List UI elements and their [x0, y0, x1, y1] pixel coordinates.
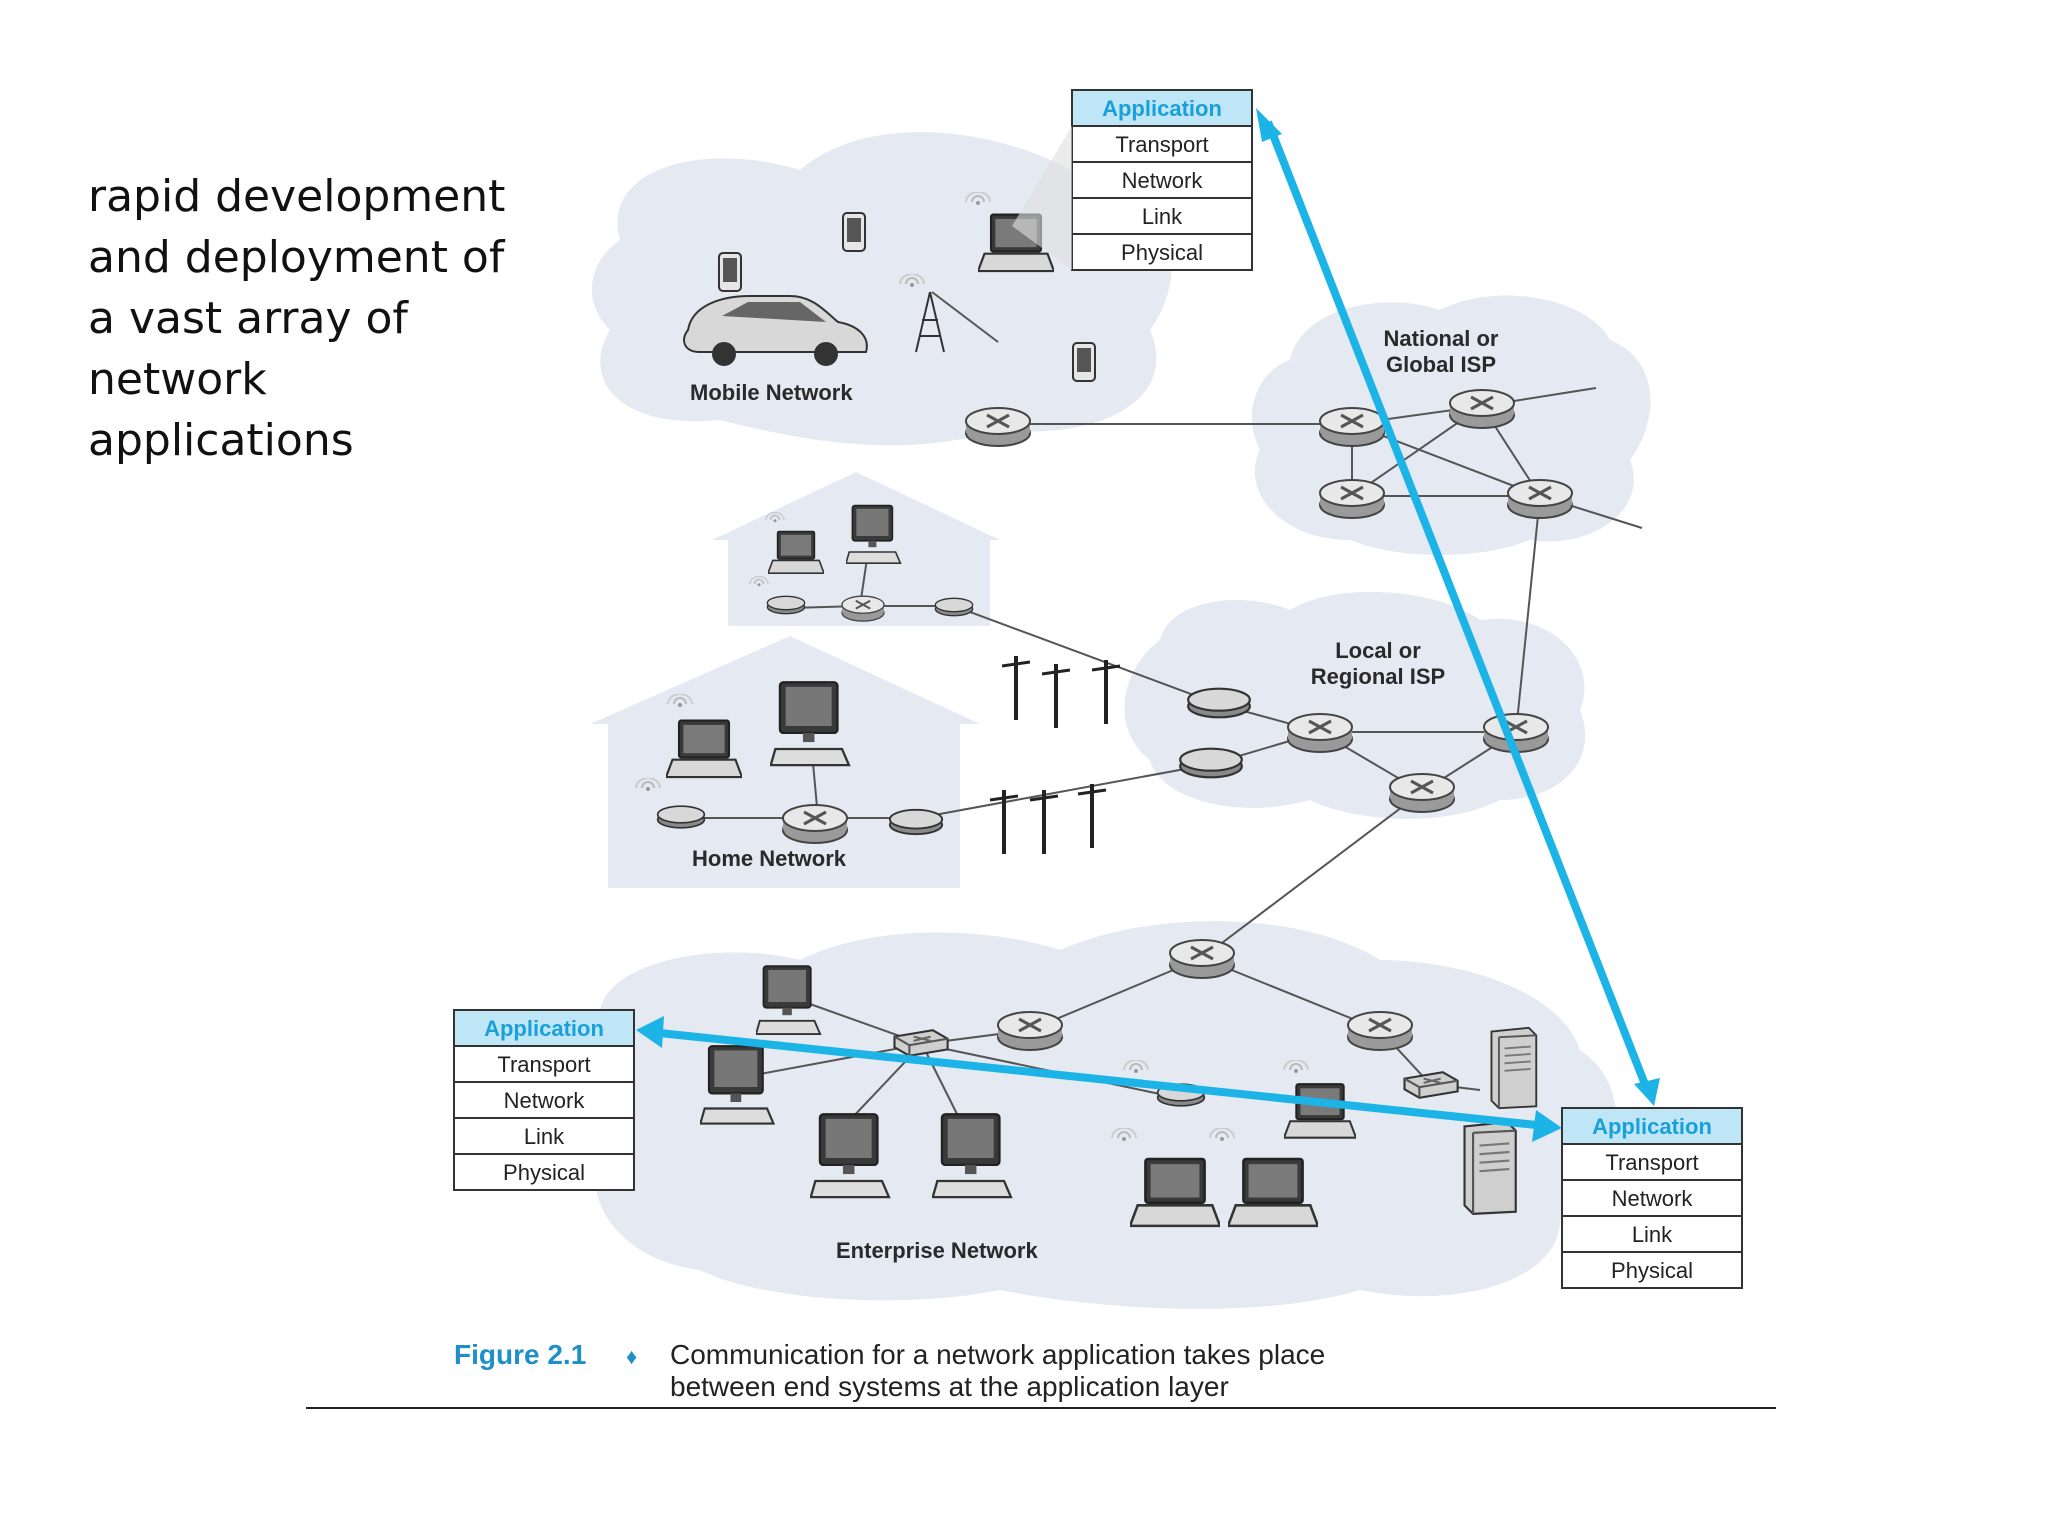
stack-label: Link	[524, 1124, 565, 1149]
phone-icon	[842, 212, 866, 252]
desktop-icon	[932, 1113, 1013, 1199]
application-arrows	[636, 108, 1660, 1142]
router-icon	[1318, 406, 1386, 448]
stack-callout-mobile	[1012, 126, 1072, 270]
router-icon	[1506, 478, 1574, 520]
figure-label: Figure 2.1	[454, 1339, 586, 1370]
wireless-router-icon	[766, 595, 806, 615]
caption-bullet: ♦	[626, 1344, 637, 1369]
slide-text: rapid development and deployment of a va…	[88, 166, 518, 471]
arrowhead-enterprise-top	[1634, 1078, 1660, 1106]
slide-text-line: network	[88, 354, 267, 405]
stack-label: Network	[504, 1088, 586, 1113]
stack-label: Transport	[497, 1052, 590, 1077]
arrowhead-mobile	[1256, 108, 1282, 142]
stack-label: Application	[1592, 1114, 1712, 1139]
desktop-icon	[846, 504, 902, 565]
global-isp-label: Global ISP	[1386, 352, 1496, 377]
router-icon	[1286, 712, 1354, 754]
utility-pole-icon	[1040, 662, 1072, 730]
stack-layer-application	[1561, 1107, 1743, 1145]
desktop-icon	[770, 681, 851, 767]
utility-pole-icon	[1078, 784, 1106, 848]
stack-layer-physical	[1071, 233, 1253, 271]
protocol-stack-enterprise-right: Application Transport Network Link Physi…	[1561, 1107, 1743, 1289]
router-icon	[1346, 1010, 1414, 1052]
arrow-mobile-to-enterprise	[1264, 120, 1652, 1094]
caption-line-1: Communication for a network application …	[670, 1339, 1325, 1370]
utility-pole-icon	[1030, 790, 1058, 854]
stack-label: Transport	[1115, 132, 1208, 157]
stack-label: Physical	[1611, 1258, 1693, 1283]
stack-label: Link	[1632, 1222, 1673, 1247]
router-icon	[1318, 478, 1386, 520]
router-icon	[964, 406, 1032, 448]
global-isp-label: National or	[1384, 326, 1499, 351]
stack-layer-link	[453, 1117, 635, 1155]
server-icon	[1463, 1121, 1517, 1215]
home-network-1	[712, 472, 1000, 626]
local-isp-label: Regional ISP	[1311, 664, 1445, 689]
stack-layer-network	[1071, 161, 1253, 199]
stack-label: Network	[1122, 168, 1204, 193]
stack-label: Application	[484, 1016, 604, 1041]
modem-icon	[1179, 747, 1243, 779]
router-icon	[1388, 772, 1456, 814]
stack-label: Transport	[1605, 1150, 1698, 1175]
slide-text-line: applications	[88, 415, 354, 466]
stack-layer-network	[1561, 1179, 1743, 1217]
router-icon	[1448, 388, 1516, 430]
phone-icon	[1072, 342, 1096, 382]
local-isp-label: Local or	[1335, 638, 1421, 663]
desktop-icon	[700, 1045, 775, 1125]
arrowhead-enterprise-left	[636, 1016, 664, 1048]
protocol-stack-enterprise-left: Application Transport Network Link Physi…	[453, 1009, 635, 1191]
router-icon	[840, 595, 886, 623]
caption-line-2: between end systems at the application l…	[670, 1371, 1229, 1402]
stack-layer-physical	[1561, 1251, 1743, 1289]
arrowhead-enterprise-right	[1532, 1110, 1562, 1142]
router-icon	[1168, 938, 1236, 980]
router-icon	[996, 1010, 1064, 1052]
slide-text-line: and deployment of	[88, 232, 505, 283]
router-icon	[781, 803, 849, 845]
modem-icon	[888, 808, 944, 836]
stack-layer-transport	[1561, 1143, 1743, 1181]
stack-label: Application	[1102, 96, 1222, 121]
modem-icon	[934, 597, 974, 617]
arrow-enterprise-left-to-right	[649, 1028, 1547, 1130]
enterprise-network-label: Enterprise Network	[836, 1238, 1038, 1263]
desktop-icon	[810, 1113, 891, 1199]
stack-layer-application	[1071, 89, 1253, 127]
stack-label: Link	[1142, 204, 1183, 229]
mobile-network-label: Mobile Network	[690, 380, 853, 405]
wireless-router-icon	[656, 805, 706, 829]
stack-label: Network	[1612, 1186, 1694, 1211]
modem-icon	[1187, 687, 1251, 719]
car-icon	[683, 295, 868, 366]
stack-layer-link	[1561, 1215, 1743, 1253]
server-icon	[1490, 1026, 1538, 1110]
stack-layer-transport	[1071, 125, 1253, 163]
stack-label: Physical	[503, 1160, 585, 1185]
stack-label: Physical	[1121, 240, 1203, 265]
home-network-label: Home Network	[692, 846, 847, 871]
cell-tower-icon	[915, 291, 945, 353]
desktop-icon	[756, 965, 822, 1036]
slide-text-line: a vast array of	[88, 293, 408, 344]
slide-text-line: rapid development	[88, 171, 506, 222]
utility-pole-icon	[1000, 654, 1032, 722]
utility-pole-icon	[1092, 660, 1120, 724]
protocol-stack-mobile: Application Transport Network Link Physi…	[1071, 89, 1253, 271]
stack-layer-network	[453, 1081, 635, 1119]
phone-icon	[718, 252, 742, 292]
stack-layer-link	[1071, 197, 1253, 235]
stack-layer-physical	[453, 1153, 635, 1191]
